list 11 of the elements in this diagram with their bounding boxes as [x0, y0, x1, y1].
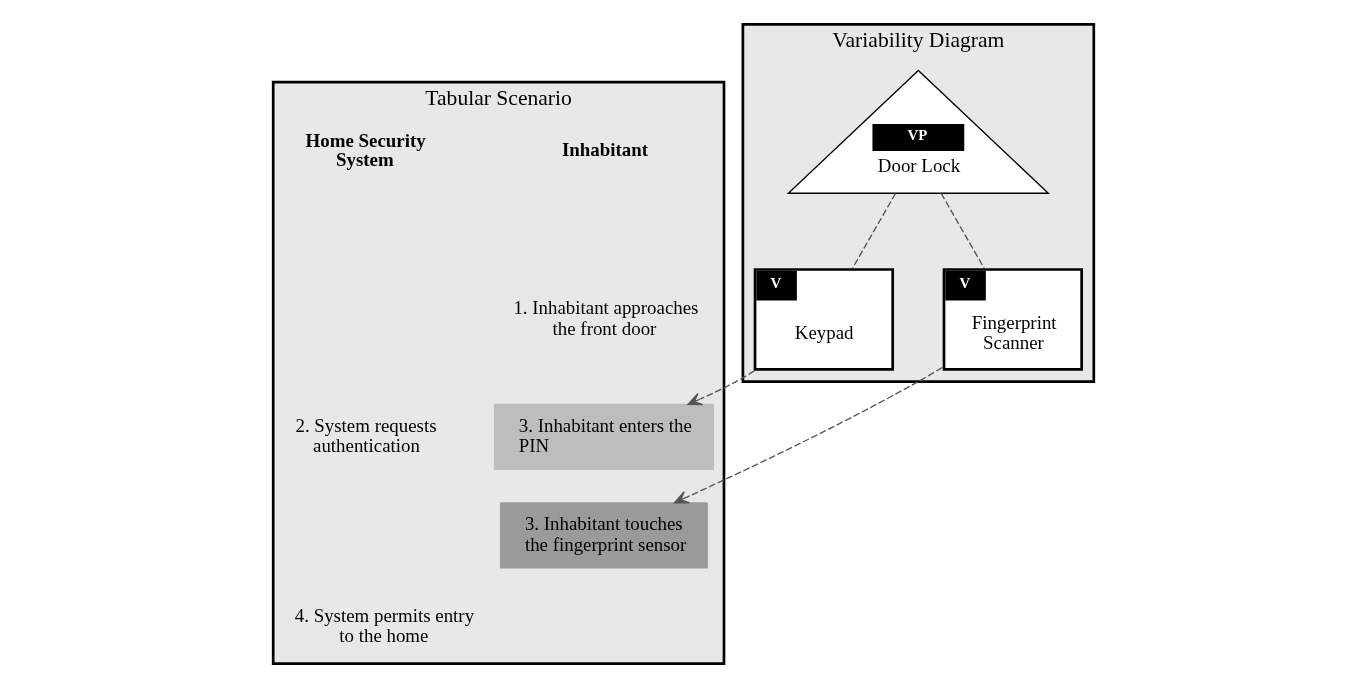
node-box: 3. Inhabitant enters the PIN: [493, 403, 714, 470]
label: 4. System permits entry to the home: [294, 605, 475, 647]
arrow: [687, 370, 755, 406]
node-box: 3. Inhabitant touches the fingerprint sensor: [499, 502, 708, 569]
label: Home Security System: [305, 130, 426, 171]
connector: [851, 192, 897, 269]
arrow: [673, 366, 943, 504]
label: 2. System requests authentication: [295, 414, 437, 456]
label: 1. Inhabitant approaches the front door: [513, 297, 699, 339]
label: Inhabitant: [562, 138, 649, 160]
connector: [940, 192, 985, 269]
